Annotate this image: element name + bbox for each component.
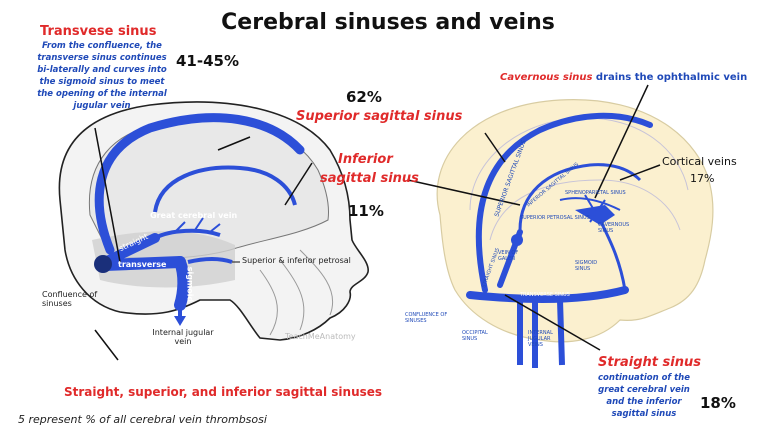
transverse-desc: From the confluence, the transverse sinu… — [37, 41, 167, 111]
cortical-pct: 17% — [690, 172, 715, 185]
label-transverse-left: transverse — [118, 260, 167, 269]
cavernous-rest: drains the ophthalmic vein — [592, 72, 748, 83]
transverse-heading: Transvese sinus — [40, 24, 157, 39]
straight-pct: 18% — [700, 394, 736, 412]
cortical-label: Cortical veins — [662, 155, 737, 168]
label-petrosal-right: SUPERIOR PETROSAL SINUS — [520, 215, 590, 221]
label-petrosal: Superior & inferior petrosal — [242, 256, 351, 265]
label-sigmoid-right: SIGMOID SINUS — [575, 260, 598, 272]
label-jugular-right: INTERNAL JUGULAR VEINS — [528, 330, 553, 348]
straight-desc: continuation of the great cerebral vein … — [598, 373, 690, 419]
footnote: 5 represent % of all cerebral vein throm… — [18, 413, 267, 426]
label-vein-galen: VEIN OF GALEN — [498, 250, 519, 262]
straight-label: Straight sinus — [598, 355, 701, 370]
bottom-red-caption: Straight, superior, and inferior sagitta… — [64, 385, 383, 399]
page-title: Cerebral sinuses and veins — [221, 10, 555, 35]
superior-pct: 62% — [346, 88, 382, 106]
transverse-pct: 41-45% — [176, 52, 240, 70]
label-confluence-right: CONFLUENCE OF SINUSES — [405, 312, 448, 324]
label-great-cerebral-vein: Great cerebral vein — [150, 211, 238, 220]
label-occipital: OCCIPITAL SINUS — [462, 330, 488, 342]
label-transverse-right: TRANSVERSE SINUS — [520, 292, 570, 298]
label-sphenoparietal: SPHENOPARIETAL SINUS — [565, 190, 626, 196]
cavernous-name: Cavernous sinus — [500, 72, 593, 83]
superior-label: Superior sagittal sinus — [296, 109, 463, 124]
inferior-pct: 11% — [348, 202, 384, 220]
label-jugular-left: Internal jugular vein — [152, 328, 214, 346]
label-cavernous-right: CAVERNOUS SINUS — [598, 222, 630, 234]
inferior-label-2: sagittal sinus — [320, 171, 419, 186]
cavernous-caption: Cavernous sinus drains the ophthalmic ve… — [500, 72, 747, 83]
label-confluence-left: Confluence of sinuses — [42, 290, 98, 308]
watermark: TeachMeAnatomy — [285, 332, 356, 341]
inferior-label-1: Inferior — [338, 152, 393, 167]
